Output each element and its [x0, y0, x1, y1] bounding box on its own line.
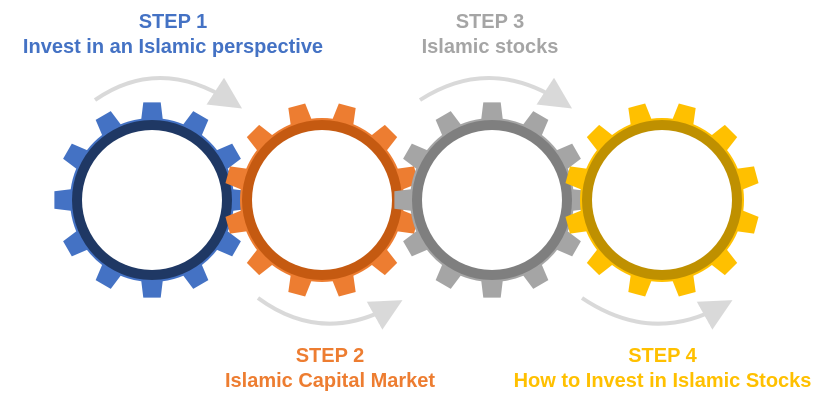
step-4-title: How to Invest in Islamic Stocks	[513, 370, 812, 392]
gear-step-3-hole	[422, 130, 562, 270]
gear-step-4	[565, 103, 759, 297]
rotation-arrow-3-icon	[418, 76, 573, 109]
rotation-arrow-1-icon	[93, 76, 243, 109]
rotation-arrow-4-icon	[580, 296, 733, 330]
step-1-number: STEP 1	[138, 11, 208, 33]
step-3-label: STEP 3 Islamic stocks	[400, 10, 580, 60]
step-1-label: STEP 1 Invest in an Islamic perspective	[8, 10, 338, 60]
gear-step-1	[54, 102, 250, 298]
rotation-arrow-2-icon	[256, 296, 403, 330]
gear-step-3	[394, 102, 590, 298]
step-2-title: Islamic Capital Market	[224, 370, 436, 392]
gear-step-1-hole	[82, 130, 222, 270]
gear-step-4-hole	[592, 130, 732, 270]
step-4-number: STEP 4	[628, 345, 697, 367]
step-1-title: Invest in an Islamic perspective	[22, 36, 324, 58]
gear-step-2	[225, 103, 419, 297]
step-3-number: STEP 3	[455, 11, 525, 33]
step-4-label: STEP 4 How to Invest in Islamic Stocks	[505, 344, 820, 394]
step-2-label: STEP 2 Islamic Capital Market	[200, 344, 460, 394]
step-2-number: STEP 2	[295, 345, 365, 367]
step-3-title: Islamic stocks	[421, 36, 559, 58]
gear-step-2-hole	[252, 130, 392, 270]
